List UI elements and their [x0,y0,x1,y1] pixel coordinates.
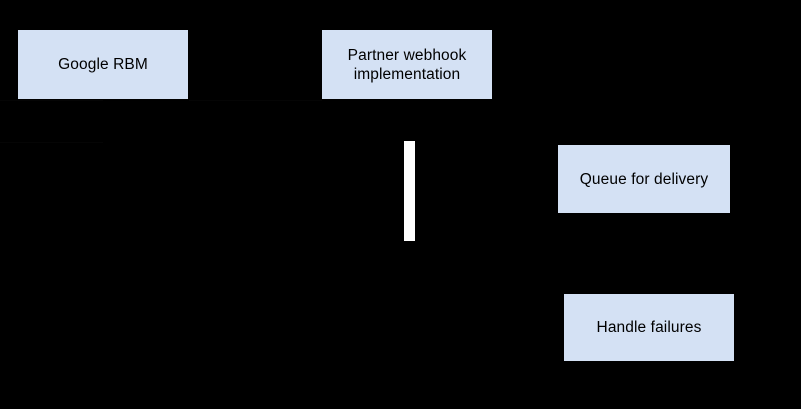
hairline-left-lower [0,142,103,143]
node-handle-failures[interactable]: Handle failures [564,294,734,361]
node-handle-failures-label: Handle failures [596,319,702,336]
node-partner-webhook-implementation-label: Partner webhook implementation [347,46,467,83]
vertical-connector-line [404,141,415,241]
node-queue-for-delivery[interactable]: Queue for delivery [558,145,730,213]
hairline-right-upper [189,100,322,101]
node-partner-webhook-implementation[interactable]: Partner webhook implementation [322,30,492,99]
node-google-rbm-label: Google RBM [58,56,148,73]
node-google-rbm[interactable]: Google RBM [18,30,188,99]
hairline-left-upper [0,100,103,101]
node-queue-for-delivery-label: Queue for delivery [579,170,709,188]
